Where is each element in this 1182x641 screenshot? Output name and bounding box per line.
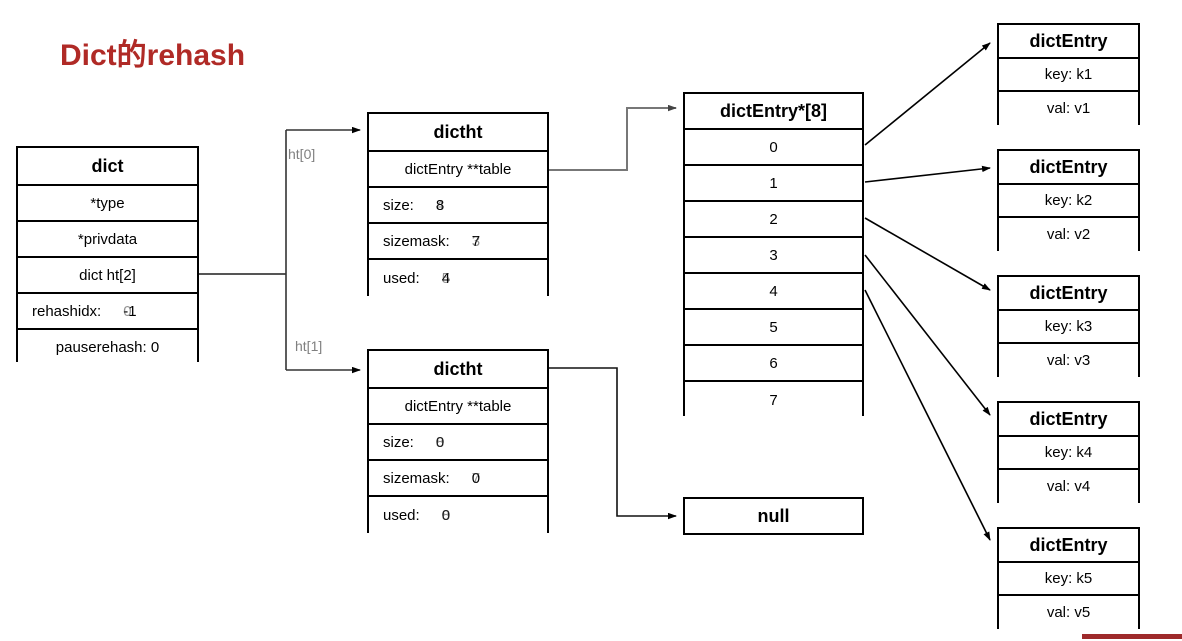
dictht-ht0-box: dictht dictEntry **table size: 8 4 sizem… [367, 112, 549, 296]
entry-3-header: dictEntry [999, 277, 1138, 311]
arrow-slot3-entry4 [864, 254, 991, 416]
bucket-slot-1: 1 [685, 166, 862, 202]
dict-entry-2: dictEntry key: k2 val: v2 [997, 149, 1140, 251]
dictht-ht1-box: dictht dictEntry **table size: 0 8 sizem… [367, 349, 549, 533]
ht1-header: dictht [369, 351, 547, 389]
bucket-slot-5: 5 [685, 310, 862, 346]
null-label: null [685, 499, 862, 533]
bucket-slot-3: 3 [685, 238, 862, 274]
dict-field-ht: dict ht[2] [18, 258, 197, 294]
ht0-used-value-wrap: 4 5 [442, 270, 450, 287]
ht1-field-table: dictEntry **table [369, 389, 547, 425]
ht1-sizemask-value: 0 [471, 469, 481, 487]
dict-field-type: *type [18, 186, 197, 222]
ht0-field-used: used: 4 5 [369, 260, 547, 296]
dict-entry-1: dictEntry key: k1 val: v1 [997, 23, 1140, 125]
entry-3-val: val: v3 [999, 344, 1138, 377]
entry-4-key: key: k4 [999, 437, 1138, 470]
bucket-array-box: dictEntry*[8] 0 1 2 3 4 5 6 7 [683, 92, 864, 418]
ht1-used-value: 0 [441, 506, 451, 524]
ht1-size-ghost-value: 8 [435, 433, 445, 451]
arrow-slot2-entry3 [864, 217, 991, 291]
dict-entry-5: dictEntry key: k5 val: v5 [997, 527, 1140, 629]
ht1-used-label: used: [383, 506, 420, 524]
ht0-size-value-wrap: 8 4 [436, 197, 444, 214]
dict-struct-box: dict *type *privdata dict ht[2] rehashid… [16, 146, 199, 364]
ht1-sizemask-ghost-value: 7 [471, 469, 481, 487]
ht0-field-sizemask: sizemask: 7 3 [369, 224, 547, 260]
ht0-used-ghost-value: 5 [441, 269, 451, 287]
bucket-slot-7: 7 [685, 382, 862, 418]
ht1-used-ghost-value: 8 [441, 506, 451, 524]
ht0-pointer-label: ht[0] [288, 146, 316, 162]
ht1-size-value-wrap: 0 8 [436, 434, 444, 451]
ht0-header: dictht [369, 114, 547, 152]
entry-2-key: key: k2 [999, 185, 1138, 218]
bucket-slot-2: 2 [685, 202, 862, 238]
dict-entry-4: dictEntry key: k4 val: v4 [997, 401, 1140, 503]
dict-rehashidx-value: -1 [123, 302, 137, 320]
null-box: null [683, 497, 864, 535]
ht0-field-table: dictEntry **table [369, 152, 547, 188]
dict-rehashidx-value-wrap: -1 0 [123, 303, 136, 320]
dict-header: dict [18, 148, 197, 186]
ht1-pointer-label: ht[1] [295, 338, 323, 354]
arrow-slot1-entry2 [864, 165, 991, 183]
ht0-size-label: size: [383, 196, 414, 214]
entry-4-header: dictEntry [999, 403, 1138, 437]
entry-5-key: key: k5 [999, 563, 1138, 596]
entry-3-key: key: k3 [999, 311, 1138, 344]
ht0-used-label: used: [383, 269, 420, 287]
dict-field-rehashidx: rehashidx: -1 0 [18, 294, 197, 330]
ht1-sizemask-value-wrap: 0 7 [472, 470, 480, 487]
entry-2-header: dictEntry [999, 151, 1138, 185]
arrow-slot4-entry5 [864, 289, 991, 541]
entry-2-val: val: v2 [999, 218, 1138, 251]
bucket-slot-6: 6 [685, 346, 862, 382]
bucket-slot-0: 0 [685, 130, 862, 166]
dict-field-privdata: *privdata [18, 222, 197, 258]
ht1-field-used: used: 0 8 [369, 497, 547, 533]
ht0-field-size: size: 8 4 [369, 188, 547, 224]
entry-4-val: val: v4 [999, 470, 1138, 503]
ht1-size-value: 0 [435, 433, 445, 451]
ht1-field-size: size: 0 8 [369, 425, 547, 461]
arrow-ht0-table-to-array [549, 104, 677, 171]
dict-field-pauserehash: pauserehash: 0 [18, 330, 197, 364]
dict-entry-3: dictEntry key: k3 val: v3 [997, 275, 1140, 377]
arrow-ht1-table-to-null [549, 367, 677, 520]
slide-accent-bar [1082, 634, 1182, 639]
ht0-used-value: 4 [441, 269, 451, 287]
ht1-field-sizemask: sizemask: 0 7 [369, 461, 547, 497]
ht0-sizemask-ghost-value: 3 [471, 232, 481, 250]
ht0-sizemask-value: 7 [471, 232, 481, 250]
ht0-sizemask-value-wrap: 7 3 [472, 233, 480, 250]
arrow-slot0-entry1 [864, 42, 991, 146]
entry-5-val: val: v5 [999, 596, 1138, 629]
ht1-sizemask-label: sizemask: [383, 469, 450, 487]
bucket-slot-4: 4 [685, 274, 862, 310]
entry-1-header: dictEntry [999, 25, 1138, 59]
entry-1-val: val: v1 [999, 92, 1138, 125]
page-title: Dict的rehash [60, 39, 246, 72]
bucket-array-header: dictEntry*[8] [685, 94, 862, 130]
ht1-used-value-wrap: 0 8 [442, 507, 450, 524]
entry-5-header: dictEntry [999, 529, 1138, 563]
ht0-size-ghost-value: 4 [435, 196, 445, 214]
ht1-size-label: size: [383, 433, 414, 451]
ht0-sizemask-label: sizemask: [383, 232, 450, 250]
dict-rehashidx-label: rehashidx: [32, 302, 102, 320]
dict-rehashidx-ghost-value: 0 [123, 302, 132, 320]
ht0-size-value: 8 [435, 196, 445, 214]
entry-1-key: key: k1 [999, 59, 1138, 92]
